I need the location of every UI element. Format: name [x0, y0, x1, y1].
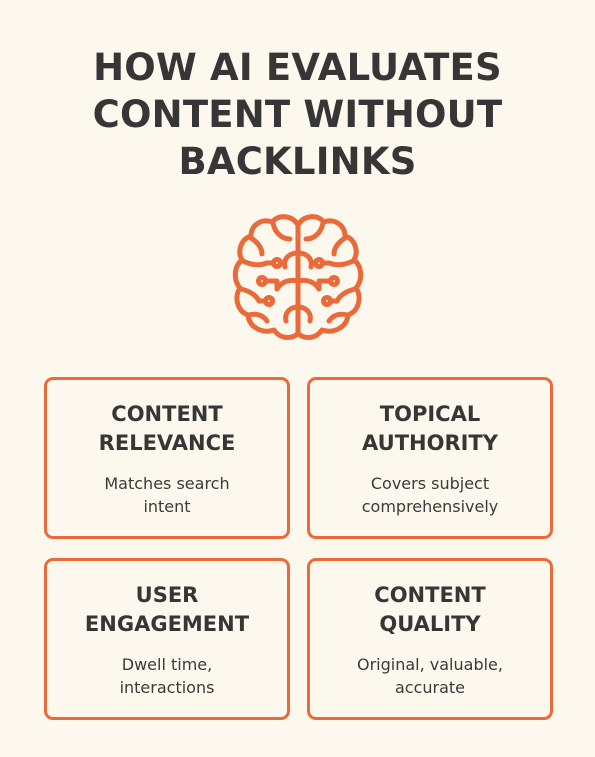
brain-icon — [232, 214, 364, 340]
card-desc-line: interactions — [119, 678, 215, 697]
card-title-line: AUTHORITY — [362, 431, 498, 455]
card-desc-line: intent — [143, 497, 191, 516]
card-title: CONTENT RELEVANCE — [47, 400, 287, 458]
card-desc-line: Original, valuable, — [357, 655, 503, 674]
card-content-quality: CONTENT QUALITY Original, valuable, accu… — [307, 558, 553, 720]
card-title: CONTENT QUALITY — [310, 581, 550, 639]
card-user-engagement: USER ENGAGEMENT Dwell time, interactions — [44, 558, 290, 720]
card-topical-authority: TOPICAL AUTHORITY Covers subject compreh… — [307, 377, 553, 539]
card-description: Dwell time, interactions — [47, 653, 287, 699]
card-desc-line: Matches search — [104, 474, 230, 493]
card-desc-line: Covers subject — [370, 474, 490, 493]
card-description: Covers subject comprehensively — [310, 472, 550, 518]
card-description: Matches search intent — [47, 472, 287, 518]
card-title: USER ENGAGEMENT — [47, 581, 287, 639]
card-title-line: USER — [135, 583, 199, 607]
page-title: HOW AI EVALUATES CONTENT WITHOUT BACKLIN… — [0, 44, 595, 185]
card-title-line: CONTENT — [374, 583, 486, 607]
card-desc-line: accurate — [394, 678, 466, 697]
card-title-line: QUALITY — [379, 612, 481, 636]
card-content-relevance: CONTENT RELEVANCE Matches search intent — [44, 377, 290, 539]
card-title-line: RELEVANCE — [98, 431, 236, 455]
card-title: TOPICAL AUTHORITY — [310, 400, 550, 458]
card-title-line: CONTENT — [111, 402, 223, 426]
card-title-line: TOPICAL — [379, 402, 481, 426]
card-title-line: ENGAGEMENT — [84, 612, 250, 636]
title-line: HOW AI EVALUATES — [93, 46, 502, 89]
title-line: BACKLINKS — [178, 140, 417, 183]
card-desc-line: Dwell time, — [121, 655, 213, 674]
title-line: CONTENT WITHOUT — [92, 93, 503, 136]
card-desc-line: comprehensively — [361, 497, 499, 516]
card-description: Original, valuable, accurate — [310, 653, 550, 699]
